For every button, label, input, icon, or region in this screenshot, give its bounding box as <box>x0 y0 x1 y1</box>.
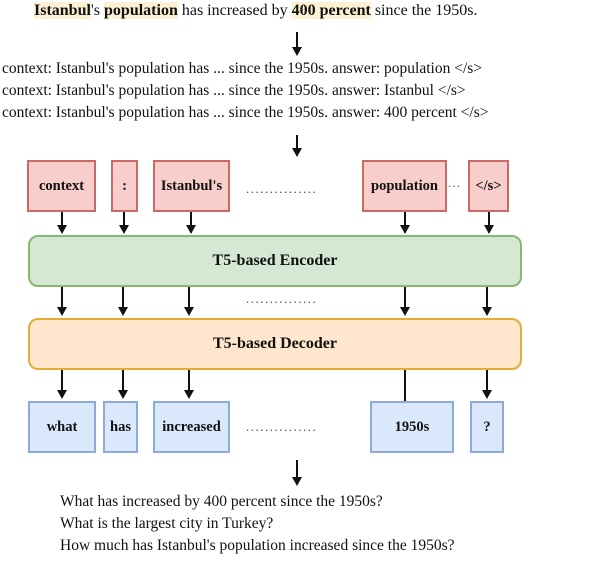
input-token-context: context <box>27 160 96 212</box>
t5-decoder-block: T5-based Decoder <box>28 318 522 370</box>
highlight-answer-400-percent: 400 percent <box>291 2 371 19</box>
sentence-text: since the 1950s. <box>370 2 478 19</box>
output-token-increased: increased <box>153 401 230 453</box>
input-token-population: population <box>362 160 447 212</box>
ellipsis: ............... <box>246 181 318 196</box>
input-token-eos: </s> <box>468 160 509 212</box>
output-token-question-mark: ? <box>470 401 504 453</box>
output-token-what: what <box>28 401 96 453</box>
ellipsis-short: ... <box>448 176 462 190</box>
output-token-has: has <box>103 401 138 453</box>
output-token-1950s: 1950s <box>370 401 454 453</box>
model-input-line: context: Istanbul's population has ... s… <box>2 82 466 99</box>
model-input-line: context: Istanbul's population has ... s… <box>2 104 489 121</box>
ellipsis: ............... <box>246 419 318 434</box>
source-sentence: Istanbul's population has increased by 4… <box>34 2 477 20</box>
highlight-answer-istanbul: Istanbul <box>34 2 91 19</box>
highlight-answer-population: population <box>104 2 178 19</box>
model-input-line: context: Istanbul's population has ... s… <box>2 60 483 77</box>
t5-encoder-block: T5-based Encoder <box>28 235 522 287</box>
generated-question: What is the largest city in Turkey? <box>60 515 274 532</box>
input-token-colon: : <box>111 160 138 212</box>
sentence-text: 's <box>90 2 105 19</box>
sentence-text: has increased by <box>177 2 292 19</box>
input-token-istanbuls: Istanbul's <box>153 160 230 212</box>
ellipsis: ............... <box>246 291 318 306</box>
generated-question: What has increased by 400 percent since … <box>60 493 383 510</box>
generated-question: How much has Istanbul's population incre… <box>60 537 455 554</box>
